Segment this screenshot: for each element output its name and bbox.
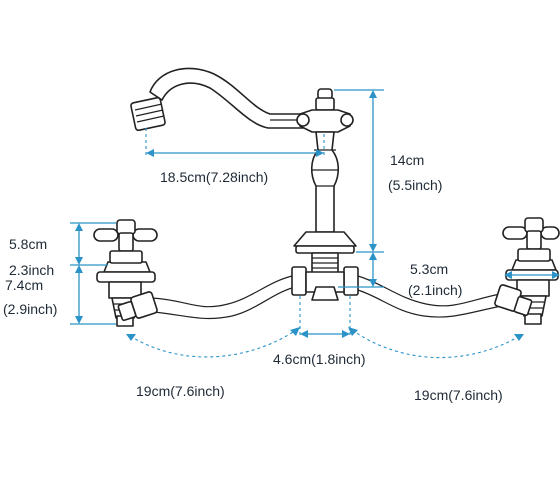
- label-tee-width: 4.6cm(1.8inch): [273, 351, 366, 367]
- label-spout-shank-cm: 5.3cm: [410, 261, 448, 277]
- label-handle-height-inch: 2.3inch: [9, 262, 54, 278]
- dim-spout-reach: [145, 128, 325, 158]
- left-hose: [117, 275, 293, 322]
- label-left-hose-length: 19cm(7.6inch): [136, 383, 225, 399]
- label-spout-height-cm: 14cm: [390, 152, 424, 168]
- dim-spout-height: [334, 89, 384, 253]
- dim-handle-shank: [70, 265, 116, 325]
- right-handle-valve: [502, 217, 560, 325]
- aerator-tip: [130, 96, 166, 132]
- label-spout-reach: 18.5cm(7.28inch): [160, 169, 268, 185]
- right-hose: [357, 275, 533, 318]
- label-spout-height-inch: (5.5inch): [388, 177, 442, 193]
- label-handle-height-cm: 5.8cm: [9, 236, 47, 252]
- dim-handle-height: [70, 222, 116, 266]
- label-handle-shank-cm: 7.4cm: [5, 277, 43, 293]
- dim-right-flange: [504, 271, 560, 279]
- dim-tee-width: [299, 296, 351, 338]
- dim-spout-shank: [338, 252, 384, 288]
- dim-right-hose-arc: [348, 327, 524, 359]
- label-right-hose-length: 19cm(7.6inch): [414, 387, 503, 403]
- label-spout-shank-inch: (2.1inch): [408, 282, 462, 298]
- spout-body: [291, 88, 359, 301]
- left-handle-valve: [93, 219, 158, 327]
- label-handle-shank-inch: (2.9inch): [3, 301, 57, 317]
- spout: [130, 67, 306, 132]
- dim-left-hose-arc: [126, 327, 300, 358]
